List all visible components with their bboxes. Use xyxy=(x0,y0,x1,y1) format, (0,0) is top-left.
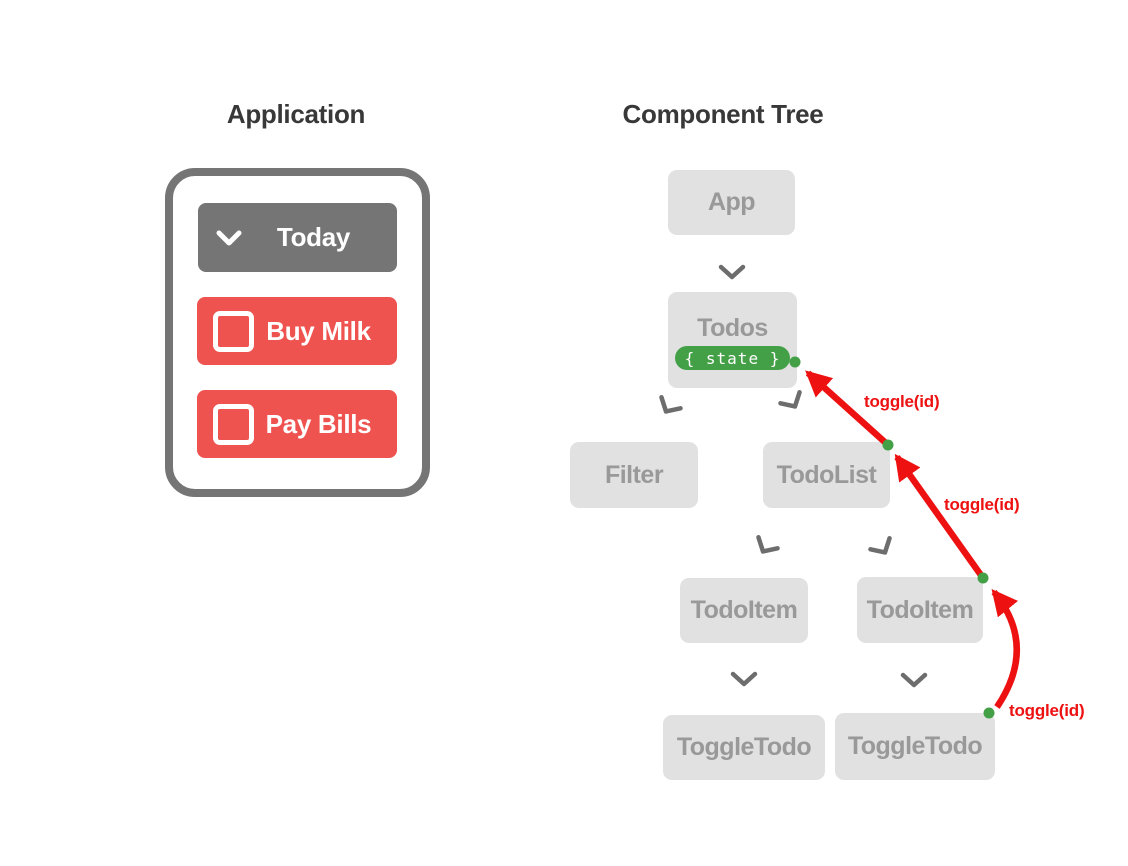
chevron-down-icon xyxy=(718,264,746,280)
tree-node-toggletodo-left: ToggleTodo xyxy=(663,715,825,780)
todo-button-pay-bills[interactable]: Pay Bills xyxy=(197,390,397,458)
chevron-down-left-icon xyxy=(756,535,780,554)
tree-node-filter: Filter xyxy=(570,442,698,508)
tree-node-app: App xyxy=(668,170,795,235)
todo-label: Pay Bills xyxy=(265,408,372,439)
chevron-down-right-icon xyxy=(778,390,802,409)
today-dropdown-button[interactable]: Today xyxy=(198,203,397,272)
application-title: Application xyxy=(226,99,366,129)
chevron-down-left-icon xyxy=(659,395,683,414)
state-badge: { state } xyxy=(674,346,791,370)
tree-node-label: Todos xyxy=(697,314,768,342)
tree-node-label: App xyxy=(707,188,756,216)
callback-label: toggle(id) xyxy=(944,495,1020,514)
tree-node-todoitem-right: TodoItem xyxy=(857,577,983,643)
tree-node-label: ToggleTodo xyxy=(676,733,812,761)
chevron-down-icon xyxy=(216,230,242,245)
tree-node-todolist: TodoList xyxy=(763,442,890,508)
todo-button-buy-milk[interactable]: Buy Milk xyxy=(197,297,397,365)
chevron-down-icon xyxy=(900,672,928,688)
chevron-down-right-icon xyxy=(868,536,892,555)
tree-node-label: TodoItem xyxy=(690,596,798,624)
tree-node-label: TodoList xyxy=(776,460,877,489)
tree-node-label: ToggleTodo xyxy=(847,732,983,760)
unchecked-checkbox-icon[interactable] xyxy=(213,310,254,352)
tree-node-label: Filter xyxy=(604,460,664,489)
toggle-arrow-todoitem-to-todolist xyxy=(894,453,986,580)
tree-node-label: TodoItem xyxy=(866,595,974,624)
tree-node-todoitem-left: TodoItem xyxy=(680,578,808,643)
component-tree-title: Component Tree xyxy=(622,99,824,129)
chevron-down-icon xyxy=(730,671,758,687)
callback-label: toggle(id) xyxy=(864,392,940,411)
callback-label: toggle(id) xyxy=(1009,701,1085,720)
unchecked-checkbox-icon[interactable] xyxy=(213,403,254,445)
today-label: Today xyxy=(276,222,351,252)
tree-node-todos: Todos { state } xyxy=(668,292,797,388)
toggle-arrow-toggletodo-to-todoitem xyxy=(991,588,1020,709)
tree-node-toggletodo-right: ToggleTodo xyxy=(835,713,995,780)
todo-label: Buy Milk xyxy=(266,315,371,346)
